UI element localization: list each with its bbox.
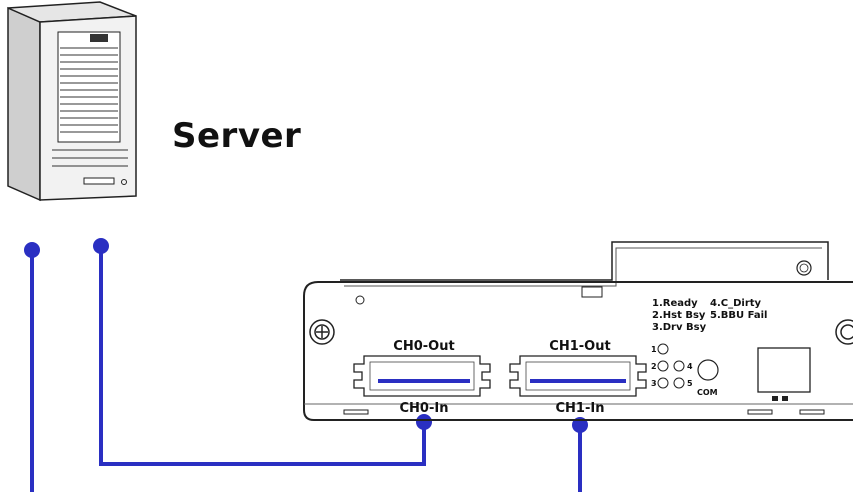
ch1-in-label: CH1-In xyxy=(556,401,605,416)
cable-ch1-in xyxy=(572,417,588,492)
server-label: Server xyxy=(172,116,302,156)
cable-ch1-to-server xyxy=(24,242,40,492)
com-label: COM xyxy=(697,388,718,397)
led-number-5: 5 xyxy=(687,379,693,388)
cable-ch0-to-server xyxy=(93,238,432,466)
ch0-out-label: CH0-Out xyxy=(393,339,454,354)
legend-hst-bsy: 2.Hst Bsy xyxy=(652,310,706,321)
ch1-out-label: CH1-Out xyxy=(549,339,610,354)
led-number-1: 1 xyxy=(651,345,657,354)
led-number-2: 2 xyxy=(651,362,657,371)
led-legend: 1.Ready 4.C_Dirty 2.Hst Bsy 5.BBU Fail 3… xyxy=(652,298,767,333)
legend-drv-bsy: 3.Drv Bsy xyxy=(652,322,707,333)
ch0-connector xyxy=(353,355,491,397)
led-indicators: 1 2 3 4 5 COM xyxy=(651,343,719,397)
ethernet-port xyxy=(757,347,811,401)
legend-ready: 1.Ready xyxy=(652,298,698,309)
ch0-in-label: CH0-In xyxy=(400,401,449,416)
server-icon xyxy=(7,1,137,202)
led-number-4: 4 xyxy=(687,362,693,371)
led-number-3: 3 xyxy=(651,379,657,388)
legend-bbu-fail: 5.BBU Fail xyxy=(710,310,767,321)
controller-panel xyxy=(303,241,853,421)
legend-c-dirty: 4.C_Dirty xyxy=(710,298,762,309)
ch1-connector xyxy=(509,355,647,397)
